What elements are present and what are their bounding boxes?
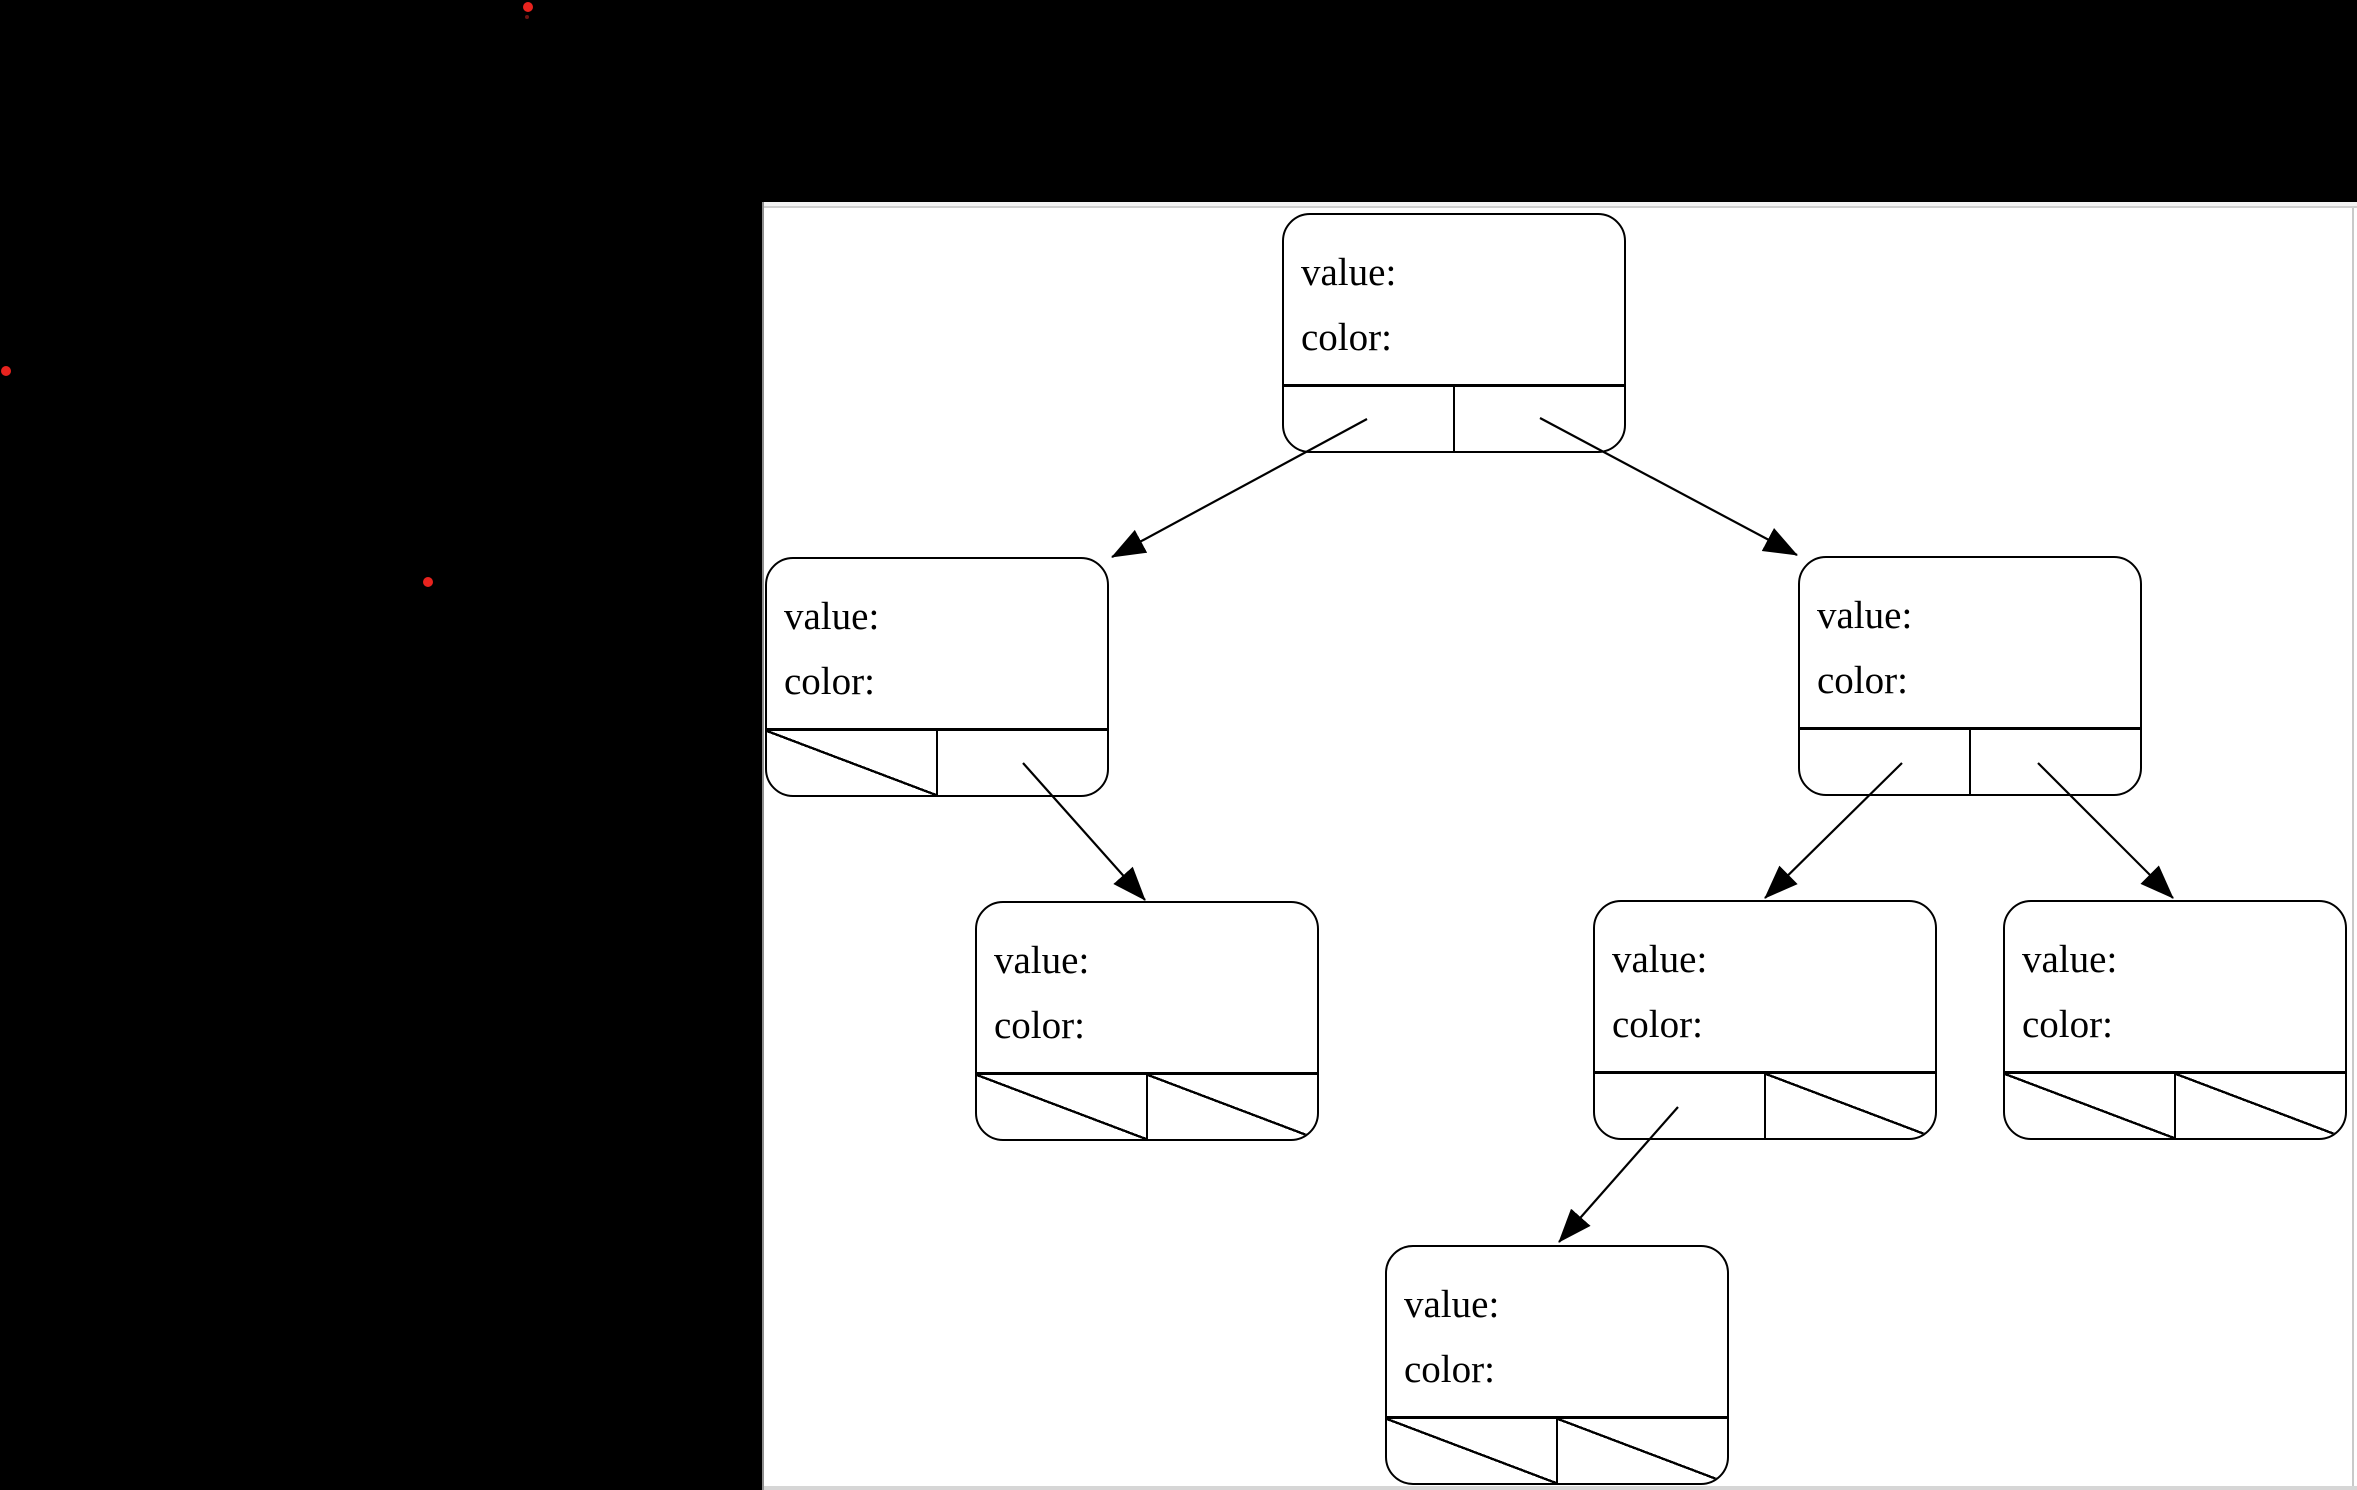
pointer-row bbox=[977, 1072, 1317, 1139]
node-fields: value: color: bbox=[1387, 1247, 1727, 1416]
value-label: value: bbox=[1404, 1283, 1500, 1326]
node-fields: value: color: bbox=[767, 559, 1107, 728]
pointer-row bbox=[767, 728, 1107, 795]
red-dot-mark-3 bbox=[1, 366, 11, 376]
color-label: color: bbox=[994, 1004, 1085, 1047]
right-child-pointer-cell bbox=[1453, 387, 1624, 451]
pointer-row bbox=[2005, 1071, 2345, 1138]
value-label: value: bbox=[2022, 938, 2118, 981]
left-child-pointer-cell bbox=[767, 731, 936, 795]
panel-right-edge bbox=[2352, 208, 2354, 1486]
right-child-pointer-cell bbox=[2174, 1074, 2345, 1138]
left-child-pointer-cell bbox=[1387, 1419, 1556, 1483]
tree-node-right-right-grandchild: value: color: bbox=[2003, 900, 2347, 1140]
right-child-pointer-cell bbox=[1969, 730, 2140, 794]
left-child-pointer-cell bbox=[2005, 1074, 2174, 1138]
tree-node-left-right-grandchild: value: color: bbox=[975, 901, 1319, 1141]
pointer-row bbox=[1284, 384, 1624, 451]
color-label: color: bbox=[1404, 1348, 1495, 1391]
left-child-pointer-cell bbox=[1284, 387, 1453, 451]
red-dot-mark-1 bbox=[523, 2, 533, 12]
color-label: color: bbox=[784, 660, 875, 703]
node-fields: value: color: bbox=[2005, 902, 2345, 1071]
color-label: color: bbox=[1301, 316, 1392, 359]
left-child-pointer-cell bbox=[1800, 730, 1969, 794]
node-fields: value: color: bbox=[1284, 215, 1624, 384]
tree-node-right-left-left-node: value: color: bbox=[1385, 1245, 1729, 1485]
node-fields: value: color: bbox=[1800, 558, 2140, 727]
panel-top-edge bbox=[764, 202, 2357, 208]
value-label: value: bbox=[1301, 251, 1397, 294]
value-label: value: bbox=[784, 595, 880, 638]
color-label: color: bbox=[1817, 659, 1908, 702]
right-child-pointer-cell bbox=[1556, 1419, 1727, 1483]
right-child-pointer-cell bbox=[1764, 1074, 1935, 1138]
tree-node-right-left-grandchild: value: color: bbox=[1593, 900, 1937, 1140]
left-child-pointer-cell bbox=[1595, 1074, 1764, 1138]
tree-node-left-child: value: color: bbox=[765, 557, 1109, 797]
pointer-row bbox=[1595, 1071, 1935, 1138]
right-child-pointer-cell bbox=[1146, 1075, 1317, 1139]
red-dot-mark-4 bbox=[423, 577, 433, 587]
color-label: color: bbox=[1612, 1003, 1703, 1046]
value-label: value: bbox=[1817, 594, 1913, 637]
pointer-row bbox=[1800, 727, 2140, 794]
right-child-pointer-cell bbox=[936, 731, 1107, 795]
node-fields: value: color: bbox=[977, 903, 1317, 1072]
node-fields: value: color: bbox=[1595, 902, 1935, 1071]
color-label: color: bbox=[2022, 1003, 2113, 1046]
value-label: value: bbox=[994, 939, 1090, 982]
left-child-pointer-cell bbox=[977, 1075, 1146, 1139]
value-label: value: bbox=[1612, 938, 1708, 981]
panel-bottom-edge bbox=[764, 1486, 2357, 1490]
pointer-row bbox=[1387, 1416, 1727, 1483]
tree-node-root: value: color: bbox=[1282, 213, 1626, 453]
red-dot-mark-2 bbox=[525, 15, 529, 19]
tree-node-right-child: value: color: bbox=[1798, 556, 2142, 796]
